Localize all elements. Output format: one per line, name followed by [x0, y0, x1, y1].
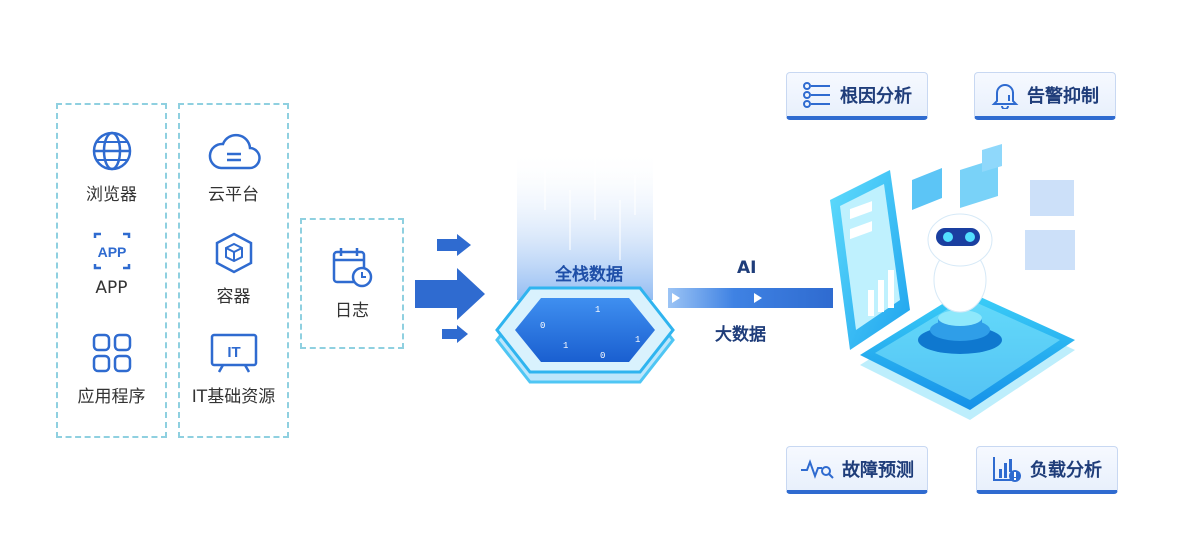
tree-icon — [803, 81, 830, 108]
output-fault-prediction[interactable]: 故障预测 — [786, 446, 928, 494]
cloud-icon — [208, 133, 261, 170]
arrow-large-middle — [415, 268, 485, 320]
flow-label-ai: AI — [737, 258, 757, 278]
source-applications: 应用程序 — [56, 332, 167, 407]
globe-icon — [92, 131, 131, 171]
bell-icon — [991, 83, 1019, 109]
source-browser: 浏览器 — [56, 130, 167, 205]
svg-text:IT: IT — [227, 344, 240, 361]
source-label: 日志 — [335, 301, 369, 321]
ai-bigdata-flow-bar — [668, 288, 833, 308]
output-alarm-suppression[interactable]: 告警抑制 — [974, 72, 1116, 120]
svg-text:0: 0 — [540, 321, 545, 331]
output-root-cause-analysis[interactable]: 根因分析 — [786, 72, 928, 120]
flow-label-bigdata: 大数据 — [715, 325, 766, 345]
source-app: APP APP — [56, 232, 167, 298]
container-icon — [215, 232, 252, 274]
source-label: 容器 — [216, 287, 251, 307]
apps-grid-icon — [92, 333, 131, 373]
source-box-infra — [178, 103, 289, 438]
source-box-log — [300, 218, 404, 349]
source-it-resources: IT IT基础资源 — [178, 332, 289, 407]
calendar-clock-icon — [332, 248, 373, 288]
svg-text:1: 1 — [635, 335, 640, 345]
svg-text:0: 0 — [600, 351, 605, 361]
source-label: APP — [95, 278, 128, 298]
source-label: IT基础资源 — [191, 387, 276, 407]
output-label: 根因分析 — [840, 85, 912, 107]
source-label: 应用程序 — [77, 387, 146, 407]
output-label: 告警抑制 — [1027, 85, 1099, 107]
bar-alert-icon — [993, 456, 1021, 482]
source-box-client — [56, 103, 167, 438]
source-log: 日志 — [300, 246, 404, 321]
source-cloud: 云平台 — [178, 132, 289, 205]
source-label: 云平台 — [208, 185, 259, 205]
app-icon: APP — [93, 232, 130, 270]
center-label: 全栈数据 — [555, 265, 623, 285]
source-label: 浏览器 — [86, 185, 137, 205]
svg-text:APP: APP — [97, 244, 126, 260]
it-monitor-icon: IT — [210, 333, 257, 373]
source-container: 容器 — [178, 232, 289, 307]
output-load-analysis[interactable]: 负载分析 — [976, 446, 1118, 494]
output-label: 故障预测 — [842, 459, 914, 481]
svg-text:1: 1 — [563, 341, 568, 351]
full-stack-data-platform: 0 1 1 1 0 — [495, 150, 675, 384]
arrow-small-bottom — [442, 325, 468, 343]
pulse-search-icon — [801, 458, 834, 479]
ai-robot-illustration — [830, 144, 1075, 420]
arrow-small-top — [437, 234, 471, 256]
output-label: 负载分析 — [1030, 459, 1102, 481]
svg-text:1: 1 — [595, 305, 600, 315]
